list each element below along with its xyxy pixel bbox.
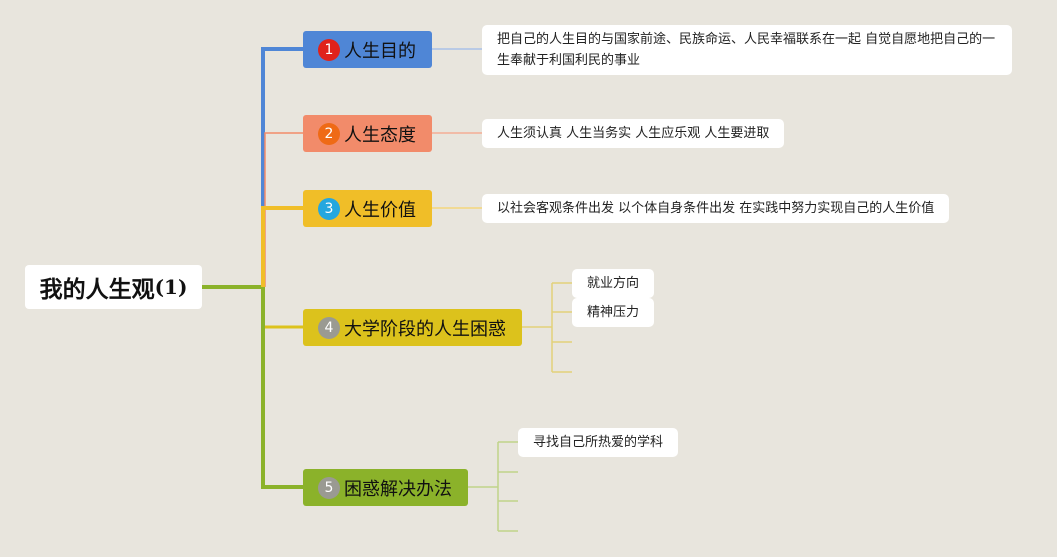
branch-5-leaf-1[interactable]: 寻找自己所热爱的学科 bbox=[518, 428, 679, 457]
branch-1-leaf-1[interactable]: 把自己的人生目的与国家前途、民族命运、人民幸福联系在一起 自觉自愿地把自己的一生… bbox=[482, 25, 1012, 75]
branch-2[interactable]: 2 人生态度 bbox=[303, 115, 432, 152]
branch-4-leaf-1[interactable]: 就业方向 bbox=[572, 269, 655, 298]
connector-branch-4 bbox=[261, 287, 303, 329]
branch-4-leaf-2[interactable]: 精神压力 bbox=[572, 298, 655, 327]
connector-branch-5 bbox=[261, 287, 303, 489]
root-title-suffix: (1) bbox=[154, 275, 188, 299]
branch-2-label: 人生态度 bbox=[344, 124, 416, 146]
branch-5-number-badge: 5 bbox=[318, 476, 340, 499]
branch-4-label: 大学阶段的人生困惑 bbox=[344, 318, 506, 340]
root-title: 我的人生观 bbox=[39, 277, 155, 303]
branch-1-label: 人生目的 bbox=[344, 40, 416, 62]
branch-2-number-badge: 2 bbox=[318, 122, 340, 145]
branch-5[interactable]: 5 困惑解决办法 bbox=[303, 469, 468, 506]
branch-5-label: 困惑解决办法 bbox=[344, 478, 452, 500]
branch-1[interactable]: 1 人生目的 bbox=[303, 31, 432, 68]
connector-branch-3 bbox=[261, 206, 303, 287]
branch-3[interactable]: 3 人生价值 bbox=[303, 190, 432, 227]
root-topic[interactable]: 我的人生观(1) bbox=[25, 265, 202, 309]
branch-4[interactable]: 4 大学阶段的人生困惑 bbox=[303, 309, 522, 346]
branch-2-leaf-1[interactable]: 人生须认真 人生当务实 人生应乐观 人生要进取 bbox=[482, 119, 785, 148]
connector-branch-1 bbox=[261, 47, 303, 287]
branch-1-number-badge: 1 bbox=[318, 38, 340, 61]
branch-3-label: 人生价值 bbox=[344, 199, 416, 221]
branch-3-number-badge: 3 bbox=[318, 197, 340, 220]
connector-leaf-group-5 bbox=[468, 441, 518, 532]
branch-3-leaf-1[interactable]: 以社会客观条件出发 以个体自身条件出发 在实践中努力实现自己的人生价值 bbox=[482, 194, 950, 223]
connector-leaf-group-4 bbox=[522, 282, 572, 373]
branch-4-number-badge: 4 bbox=[318, 316, 340, 339]
